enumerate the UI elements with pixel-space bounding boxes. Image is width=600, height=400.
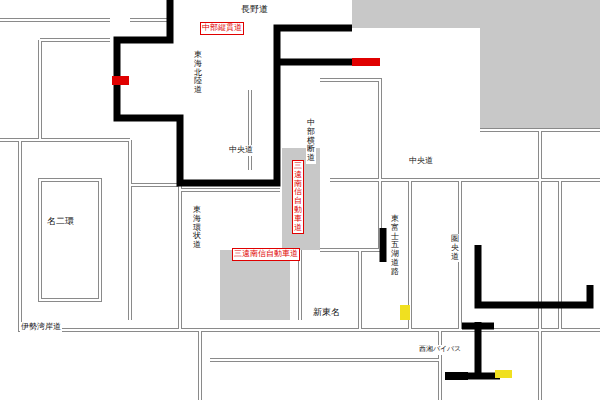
road-label: 西湘バイパス	[418, 345, 462, 355]
road-label: 三遠南信自動車道	[232, 248, 300, 261]
road-label: 新東名	[312, 307, 341, 319]
highlight-blocks	[112, 58, 512, 380]
road-label: 名二環	[46, 216, 75, 228]
road-label: 圏央道	[450, 234, 460, 262]
road-label: 中央道	[408, 156, 434, 167]
road-label: 東富士五湖道路	[390, 214, 400, 278]
minor-roads	[0, 20, 600, 400]
road-label: 中央道	[228, 145, 254, 156]
road-label: 中部縦貫道	[200, 22, 244, 35]
road-label: 三遠南信自動車道	[292, 160, 304, 234]
main-routes	[117, 0, 590, 376]
road-label: 長野道	[240, 4, 269, 16]
road-label: 中部横断道	[306, 118, 316, 164]
road-label: 東海環状道	[192, 205, 202, 251]
road-label: 伊勢湾岸道	[20, 322, 62, 333]
road-label: 東海北陸道	[193, 50, 203, 96]
